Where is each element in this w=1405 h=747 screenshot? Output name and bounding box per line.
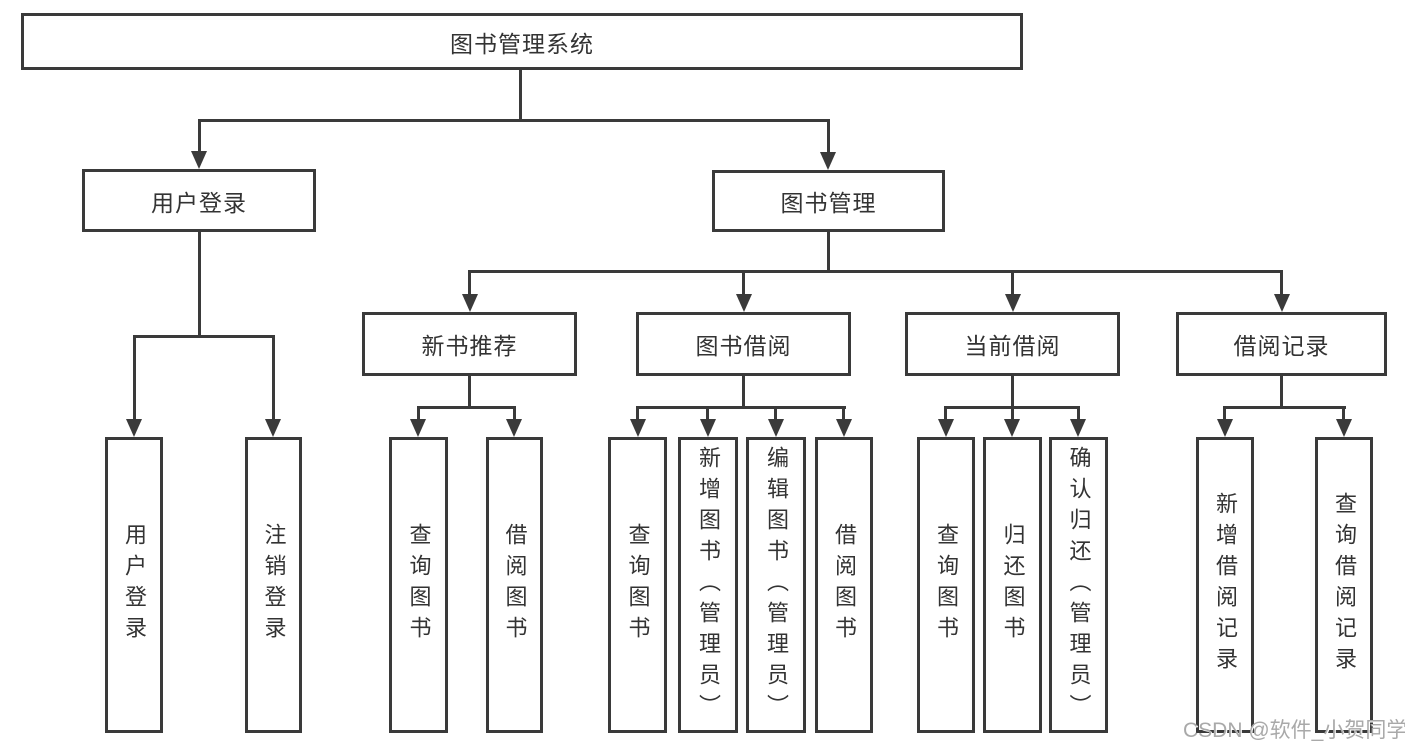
node-label: 新增图书（管理员） [696,445,721,725]
edge-vline [468,376,471,406]
node-label: 查询图书 [934,523,959,647]
node-label: 当前借阅 [964,333,1061,359]
edge-arrowhead-icon [1274,294,1290,312]
node-label: 确认归还（管理员） [1066,445,1092,725]
edge-vline [842,406,845,422]
edge-vline [827,232,830,270]
edge-vline [198,232,201,335]
edge-vline [417,406,420,422]
node-label: 注销登录 [261,523,287,647]
watermark: CSDN @软件_小贺同学 [1183,719,1405,742]
edge-vline [1011,376,1014,406]
node-borrow-records: 借阅记录 [1176,312,1387,376]
node-label: 查询图书 [406,523,432,647]
node-user-login: 用户登录 [82,169,316,232]
edge-arrowhead-icon [1005,294,1021,312]
edge-vline [636,406,639,422]
edge-arrowhead-icon [265,419,281,437]
node-nbr-borrow-books: 借阅图书 [486,437,543,733]
node-book-mgmt: 图书管理 [712,170,945,232]
edge-hline [417,406,516,409]
edge-arrowhead-icon [1217,419,1233,437]
edge-arrowhead-icon [506,419,522,437]
node-label: 归还图书 [1000,523,1026,647]
edge-hline [468,270,1283,273]
node-cb-query-books: 查询图书 [917,437,975,733]
node-label: 图书管理系统 [450,30,594,57]
node-label: 查询借阅记录 [1332,492,1357,678]
edge-arrowhead-icon [1004,419,1020,437]
edge-vline [1280,376,1283,406]
node-label: 借阅记录 [1233,333,1330,359]
node-book-borrow: 图书借阅 [636,312,851,376]
node-label: 借阅图书 [832,523,857,647]
node-cb-confirm-return-admin: 确认归还（管理员） [1049,437,1108,733]
node-nbr-query-books: 查询图书 [389,437,448,733]
node-label: 借阅图书 [502,523,528,647]
edge-vline [742,376,745,406]
edge-hline [1223,406,1346,409]
node-current-borrow: 当前借阅 [905,312,1120,376]
node-bb-query-books: 查询图书 [608,437,667,733]
node-label: 用户登录 [151,189,247,216]
edge-vline [133,335,136,421]
edge-arrowhead-icon [820,152,836,170]
edge-arrowhead-icon [191,151,207,169]
edge-vline [1011,270,1014,298]
edge-vline [513,406,516,422]
edge-vline [1342,406,1345,422]
node-bb-borrow-books: 借阅图书 [815,437,873,733]
node-label: 图书借阅 [695,333,792,359]
node-bb-add-books-admin: 新增图书（管理员） [678,437,738,733]
edge-hline [198,119,830,122]
edge-vline [468,270,471,298]
node-br-query-record: 查询借阅记录 [1315,437,1373,733]
edge-vline [1011,406,1014,422]
edge-arrowhead-icon [462,294,478,312]
edge-vline [827,119,830,155]
node-new-book-rec: 新书推荐 [362,312,577,376]
node-label: 新增借阅记录 [1213,492,1238,678]
edge-arrowhead-icon [126,419,142,437]
node-label: 用户登录 [122,523,147,647]
edge-vline [742,270,745,298]
edge-arrowhead-icon [736,294,752,312]
edge-vline [706,406,709,422]
node-label: 图书管理 [780,190,877,216]
edge-arrowhead-icon [630,419,646,437]
node-label: 新书推荐 [421,333,518,359]
node-label: 编辑图书（管理员） [764,445,789,725]
edge-vline [774,406,777,422]
edge-arrowhead-icon [1336,419,1352,437]
edge-arrowhead-icon [1070,419,1086,437]
edge-hline [133,335,275,338]
edge-arrowhead-icon [700,419,716,437]
edge-vline [519,69,522,119]
node-logout: 注销登录 [245,437,302,733]
edge-vline [1077,406,1080,422]
edge-vline [198,119,201,155]
node-user-login-action: 用户登录 [105,437,163,733]
edge-hline [636,406,846,409]
edge-vline [1223,406,1226,422]
node-label: 查询图书 [625,523,651,647]
edge-vline [1280,270,1283,298]
node-cb-return-books: 归还图书 [983,437,1042,733]
edge-vline [944,406,947,422]
edge-arrowhead-icon [938,419,954,437]
edge-arrowhead-icon [410,419,426,437]
edge-arrowhead-icon [836,419,852,437]
edge-arrowhead-icon [768,419,784,437]
edge-vline [272,335,275,421]
node-root: 图书管理系统 [21,13,1023,70]
node-bb-edit-books-admin: 编辑图书（管理员） [746,437,806,733]
node-br-add-record: 新增借阅记录 [1196,437,1254,733]
